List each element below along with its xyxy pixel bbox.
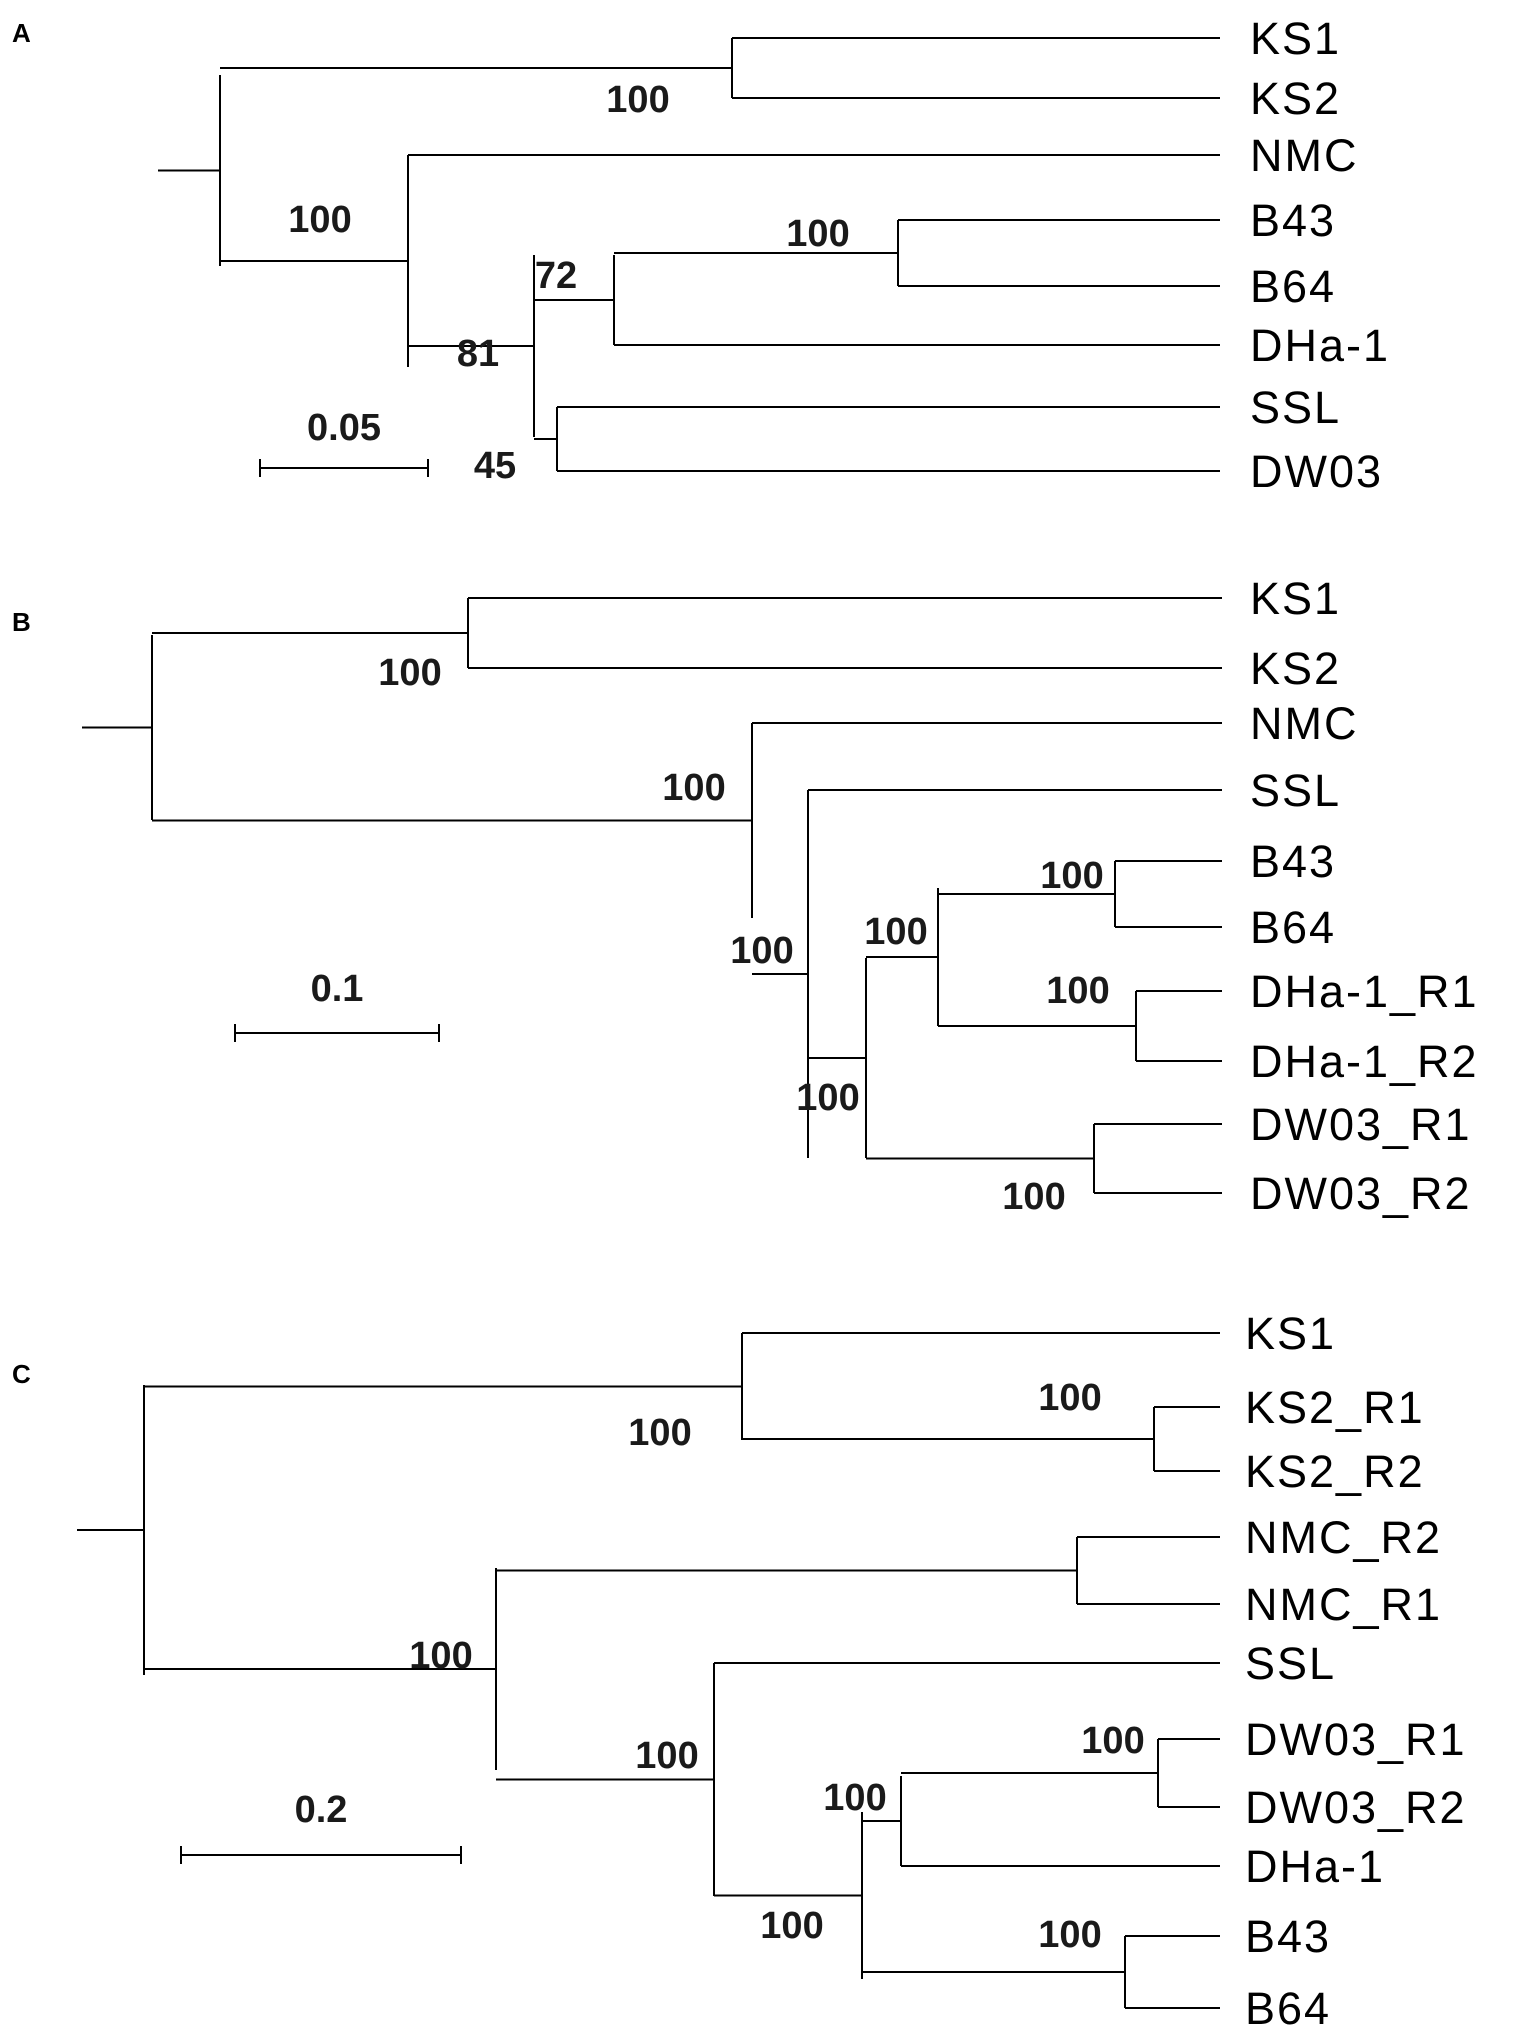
tip-label: DW03_R1 bbox=[1245, 1714, 1467, 1765]
bootstrap-support: 72 bbox=[535, 255, 577, 297]
bootstrap-support: 100 bbox=[823, 1777, 886, 1819]
panel-letter: B bbox=[12, 607, 31, 637]
bootstrap-support: 100 bbox=[288, 199, 351, 241]
tip-label: KS1 bbox=[1250, 573, 1341, 624]
tip-label: DW03_R2 bbox=[1245, 1782, 1467, 1833]
tip-label: NMC bbox=[1250, 130, 1358, 181]
bootstrap-support: 100 bbox=[1038, 1377, 1101, 1419]
tip-label: SSL bbox=[1250, 765, 1341, 816]
scale-bar: 0.2 bbox=[180, 1789, 462, 1864]
bootstrap-support: 100 bbox=[730, 930, 793, 972]
bootstrap-support: 100 bbox=[1040, 855, 1103, 897]
tip-label: B64 bbox=[1250, 261, 1336, 312]
panel-letter: A bbox=[12, 18, 31, 48]
bootstrap-support: 100 bbox=[409, 1635, 472, 1677]
bootstrap-support: 100 bbox=[796, 1077, 859, 1119]
bootstrap-support: 100 bbox=[864, 911, 927, 953]
tip-label: DW03 bbox=[1250, 446, 1383, 497]
tip-label: NMC_R1 bbox=[1245, 1579, 1442, 1630]
tip-label: DHa-1_R2 bbox=[1250, 1036, 1479, 1087]
tip-label: SSL bbox=[1250, 382, 1341, 433]
tip-label: SSL bbox=[1245, 1638, 1336, 1689]
tip-label: B64 bbox=[1245, 1983, 1331, 2029]
bootstrap-support: 100 bbox=[786, 213, 849, 255]
scale-bar: 0.1 bbox=[234, 968, 440, 1042]
bootstrap-support: 100 bbox=[628, 1412, 691, 1454]
tip-label: DHa-1 bbox=[1245, 1841, 1385, 1892]
tip-label: KS1 bbox=[1245, 1308, 1336, 1359]
tip-label: KS2 bbox=[1250, 643, 1341, 694]
panel-letter: C bbox=[12, 1359, 31, 1389]
scale-bar: 0.05 bbox=[259, 407, 429, 477]
bootstrap-support: 81 bbox=[457, 333, 499, 375]
tip-label: B43 bbox=[1250, 195, 1336, 246]
bootstrap-support: 100 bbox=[635, 1735, 698, 1777]
tip-label: DW03_R1 bbox=[1250, 1099, 1472, 1150]
tip-label: KS2_R2 bbox=[1245, 1446, 1425, 1497]
bootstrap-support: 100 bbox=[1002, 1176, 1065, 1218]
tip-label: DHa-1_R1 bbox=[1250, 966, 1479, 1017]
tip-label: NMC bbox=[1250, 698, 1358, 749]
bootstrap-support: 100 bbox=[378, 652, 441, 694]
bootstrap-support: 100 bbox=[1038, 1914, 1101, 1956]
tip-label: NMC_R2 bbox=[1245, 1512, 1442, 1563]
scale-bar-label: 0.05 bbox=[307, 407, 381, 449]
bootstrap-support: 100 bbox=[1081, 1720, 1144, 1762]
tip-label: KS2_R1 bbox=[1245, 1382, 1425, 1433]
scale-bar-label: 0.1 bbox=[311, 968, 364, 1010]
tip-label: B64 bbox=[1250, 902, 1336, 953]
tip-label: B43 bbox=[1245, 1911, 1331, 1962]
tip-label: B43 bbox=[1250, 836, 1336, 887]
tip-label: KS2 bbox=[1250, 73, 1341, 124]
tip-label: DW03_R2 bbox=[1250, 1168, 1472, 1219]
bootstrap-support: 45 bbox=[474, 445, 516, 487]
bootstrap-support: 100 bbox=[760, 1905, 823, 1947]
tip-label: DHa-1 bbox=[1250, 320, 1390, 371]
bootstrap-support: 100 bbox=[1046, 970, 1109, 1012]
bootstrap-support: 100 bbox=[606, 79, 669, 121]
tip-label: KS1 bbox=[1250, 13, 1341, 64]
bootstrap-support: 100 bbox=[662, 767, 725, 809]
scale-bar-label: 0.2 bbox=[295, 1789, 348, 1831]
